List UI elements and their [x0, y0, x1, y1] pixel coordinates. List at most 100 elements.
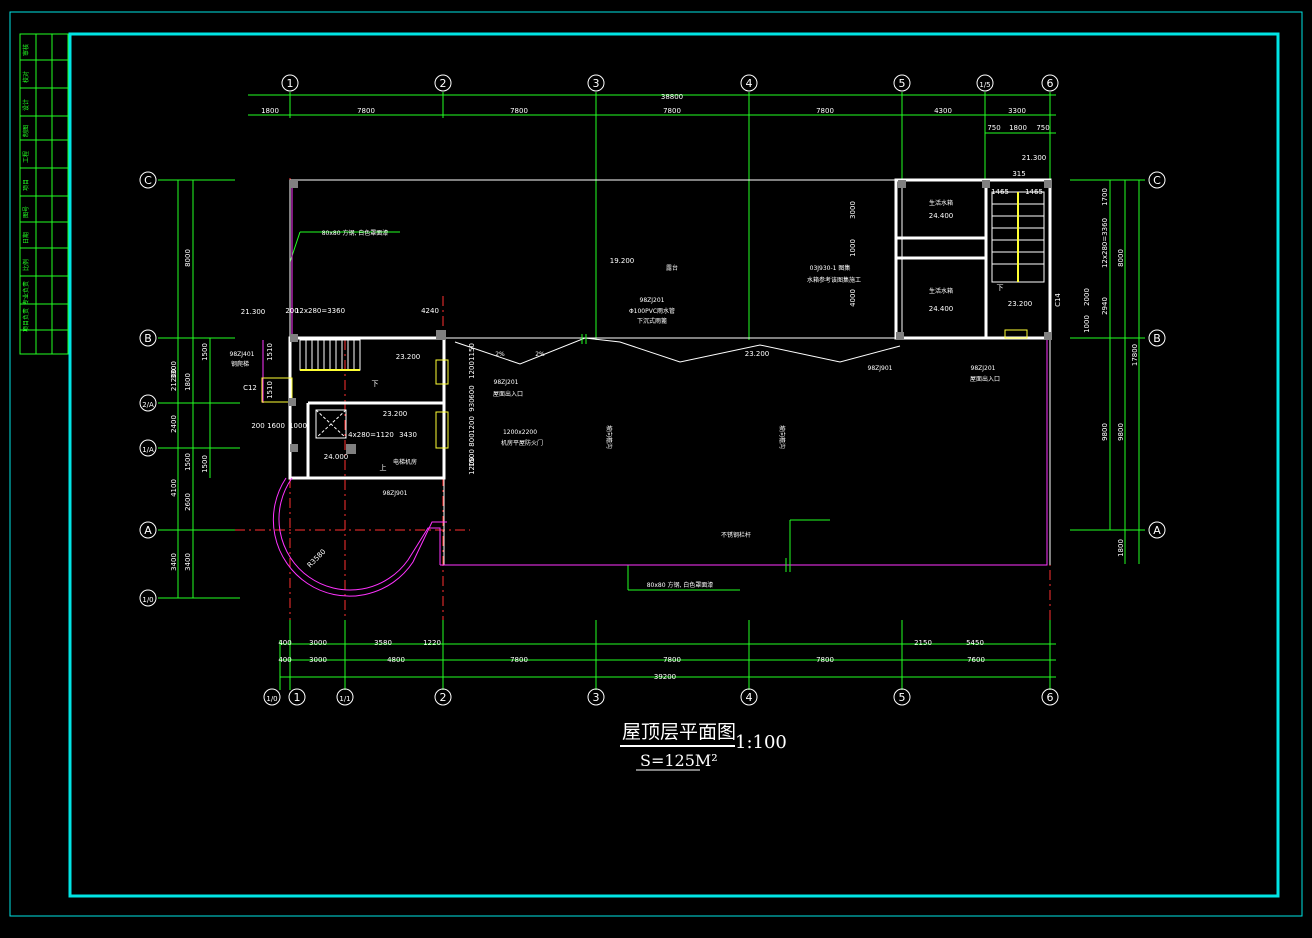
svg-text:4: 4 — [746, 77, 753, 90]
dim-misc: 3430 — [399, 431, 417, 439]
label-note-98zj901-a: 98ZJ901 — [383, 490, 408, 497]
title-block-cell: 专业负责 — [22, 281, 30, 305]
label-note-frame-top: 80x80 方钢, 白色罩面漆 — [322, 229, 389, 237]
svg-text:2/A: 2/A — [142, 401, 154, 409]
svg-text:1: 1 — [294, 691, 301, 704]
dim-bottom-row2: 4800 — [387, 656, 405, 664]
dim-misc: 930 — [468, 398, 476, 411]
stair-left — [261, 339, 361, 403]
drawing-frame — [68, 32, 1280, 898]
dim-misc: 1150 — [468, 343, 476, 361]
label-note-roofslope-a: 坡向檐沟 — [605, 425, 613, 449]
label-note-hatch-size: 1200x2200 — [503, 429, 537, 436]
dim-top-bay: 7800 — [510, 107, 528, 115]
svg-text:2: 2 — [440, 77, 447, 90]
dim-left: 1500 — [184, 453, 192, 471]
label-note-slope2: 2% — [535, 351, 545, 358]
drawing-title: 屋顶层平面图 — [622, 721, 736, 743]
hatch-doors — [435, 359, 449, 449]
label-note-room: 露台 — [666, 264, 678, 272]
label-elev-mid: 23.200 — [745, 350, 770, 358]
dim-misc: C12 — [243, 384, 257, 392]
dim-bottom-row2: 7600 — [967, 656, 985, 664]
dim-misc: 1000 — [289, 422, 307, 430]
title-block-cell: 审核 — [22, 44, 30, 56]
dim-left: 2600 — [184, 493, 192, 511]
axis-bubble-left: 2/A — [139, 394, 157, 412]
dim-top-stair: 1800 — [1009, 124, 1027, 132]
svg-text:C: C — [144, 174, 152, 187]
dim-left-inner: 1500 — [201, 455, 209, 473]
svg-text:1/0: 1/0 — [142, 596, 153, 604]
label-note-hatch: 机房平屋防火门 — [501, 439, 543, 447]
dimension-lines — [158, 92, 1145, 690]
label-note-03j930: 03J930-1 图集 — [810, 264, 851, 272]
label-note-drain2: Φ100PVC雨水管 — [629, 307, 675, 315]
axis-bubble-top: 5 — [893, 74, 911, 92]
dim-top-stair: 750 — [1036, 124, 1049, 132]
axis-bubble-left: A — [139, 521, 157, 539]
svg-text:B: B — [1153, 332, 1161, 345]
axis-bubble-bottom: 1/0 — [263, 688, 281, 706]
axis-bubble-bottom: 1 — [288, 688, 306, 706]
dim-misc: 1000 — [849, 239, 857, 257]
dim-misc: 1510 — [266, 381, 274, 399]
svg-text:6: 6 — [1047, 77, 1054, 90]
label-elev-right-top: 21.300 — [1022, 154, 1047, 162]
svg-text:C: C — [1153, 174, 1161, 187]
label-note-98zj201-2: 98ZJ201 — [971, 365, 996, 372]
title-block-cell: 项目 — [23, 179, 30, 191]
axis-bubble-left: C — [139, 171, 157, 189]
label-note-water-tank2: 生活水箱 — [929, 287, 953, 295]
svg-text:B: B — [144, 332, 152, 345]
dim-bottom-row2: 7800 — [510, 656, 528, 664]
label-elev-left-stair: 23.200 — [396, 353, 421, 361]
axis-bubble-top: 3 — [587, 74, 605, 92]
label-note-98zj901-b: 98ZJ901 — [868, 365, 893, 372]
title-block-cell: 设计 — [22, 99, 30, 111]
dim-misc: 1600 — [267, 422, 285, 430]
label-note-slope1: 2% — [495, 351, 505, 358]
label-note-steel-rail: 不锈钢栏杆 — [721, 531, 751, 539]
dim-misc: 3000 — [849, 201, 857, 219]
label-elevator-steps: 4x280=1120 — [348, 431, 394, 439]
title-block — [19, 33, 69, 355]
dim-bottom-row1: 2150 — [914, 639, 932, 647]
dim-misc: 4000 — [849, 289, 857, 307]
dim-right: 8000 — [1117, 249, 1125, 267]
svg-text:1/0: 1/0 — [266, 695, 277, 703]
svg-text:5: 5 — [899, 691, 906, 704]
label-note-elevator-room: 电梯机房 — [393, 458, 417, 466]
label-note-down2: 下 — [997, 284, 1004, 292]
axis-bubble-top: 4 — [740, 74, 758, 92]
axis-bubble-bottom: 1/1 — [336, 688, 354, 706]
label-note-roof-entry1: 屋面出入口 — [493, 390, 523, 398]
label-note-98zj201-1: 98ZJ201 — [494, 379, 519, 386]
axis-bubble-bottom: 6 — [1041, 688, 1059, 706]
svg-text:3: 3 — [593, 77, 600, 90]
dim-misc: 1465 — [1025, 188, 1043, 196]
dim-misc: 200 — [251, 422, 264, 430]
dim-misc: 800 — [468, 433, 476, 446]
svg-text:3: 3 — [593, 691, 600, 704]
axis-bubble-top: 1/5 — [976, 74, 994, 92]
dim-bottom-row2: 7800 — [816, 656, 834, 664]
svg-text:5: 5 — [899, 77, 906, 90]
drawing-scale: 1:100 — [735, 732, 787, 753]
title-block-cell: 项目负责 — [22, 308, 30, 332]
dim-top-bay: 1800 — [261, 107, 279, 115]
dim-left: 3300 — [170, 361, 178, 379]
label-elev-left-room: 23.200 — [383, 410, 408, 418]
rail-markers — [581, 334, 791, 572]
title-block-cell: 比例 — [22, 259, 30, 271]
label-note-up: 上 — [380, 463, 387, 472]
title-block-cell: 制图 — [22, 125, 30, 137]
axis-bubble-bottom: 4 — [740, 688, 758, 706]
dim-left: 1800 — [184, 373, 192, 391]
title-block-cell: 日期 — [22, 232, 30, 244]
label-elev-water-tank1: 24.400 — [929, 212, 954, 220]
svg-text:1/A: 1/A — [142, 446, 154, 454]
dim-bottom-row2: 7800 — [663, 656, 681, 664]
label-note-frame-bottom: 80x80 方钢, 白色罩面漆 — [647, 581, 714, 589]
dim-right: 1800 — [1117, 539, 1125, 557]
